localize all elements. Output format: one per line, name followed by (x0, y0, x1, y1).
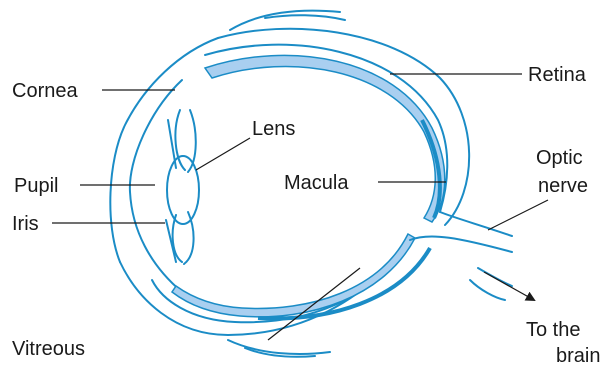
label-brain: brain (556, 345, 600, 367)
label-vitreous: Vitreous (12, 338, 85, 360)
vitreous-leader (268, 268, 360, 340)
label-cornea: Cornea (12, 80, 78, 102)
cornea-shape (130, 80, 182, 292)
lens-leader (196, 138, 250, 170)
label-optic: Optic (536, 147, 583, 169)
label-retina: Retina (528, 64, 587, 86)
label-pupil: Pupil (14, 175, 58, 197)
optic-nerve-leader (488, 200, 548, 230)
label-to-the: To the (526, 319, 580, 341)
label-lens: Lens (252, 118, 295, 140)
label-nerve: nerve (538, 175, 588, 197)
label-macula: Macula (284, 172, 349, 194)
label-iris: Iris (12, 213, 39, 235)
leader-lines (52, 74, 548, 340)
iris-structure (166, 110, 196, 264)
